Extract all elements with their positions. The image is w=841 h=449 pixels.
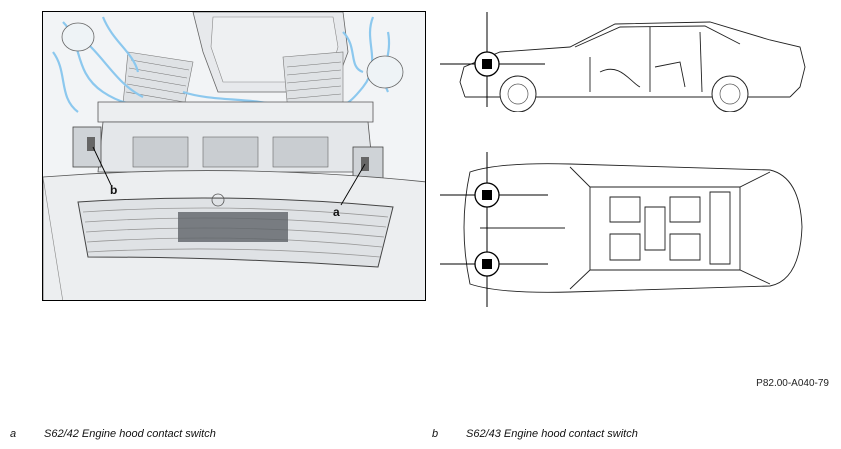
legend-text: S62/42 Engine hood contact switch [44,428,216,440]
document-id: P82.00-A040-79 [756,378,829,389]
engine-bay-drawing [43,12,425,300]
legend-item-b: b S62/43 Engine hood contact switch [432,428,638,440]
legend-text: S62/43 Engine hood contact switch [466,428,638,440]
callout-a: a [333,205,340,219]
legend-item-a: a S62/42 Engine hood contact switch [10,428,216,440]
top-view-locator [440,152,803,307]
callout-b: b [110,183,118,197]
legend-key: b [432,428,439,440]
side-view-locator [440,12,806,112]
engine-compartment-illustration [42,11,426,301]
side-view-marker-square [482,59,492,69]
legend-key: a [10,428,17,440]
